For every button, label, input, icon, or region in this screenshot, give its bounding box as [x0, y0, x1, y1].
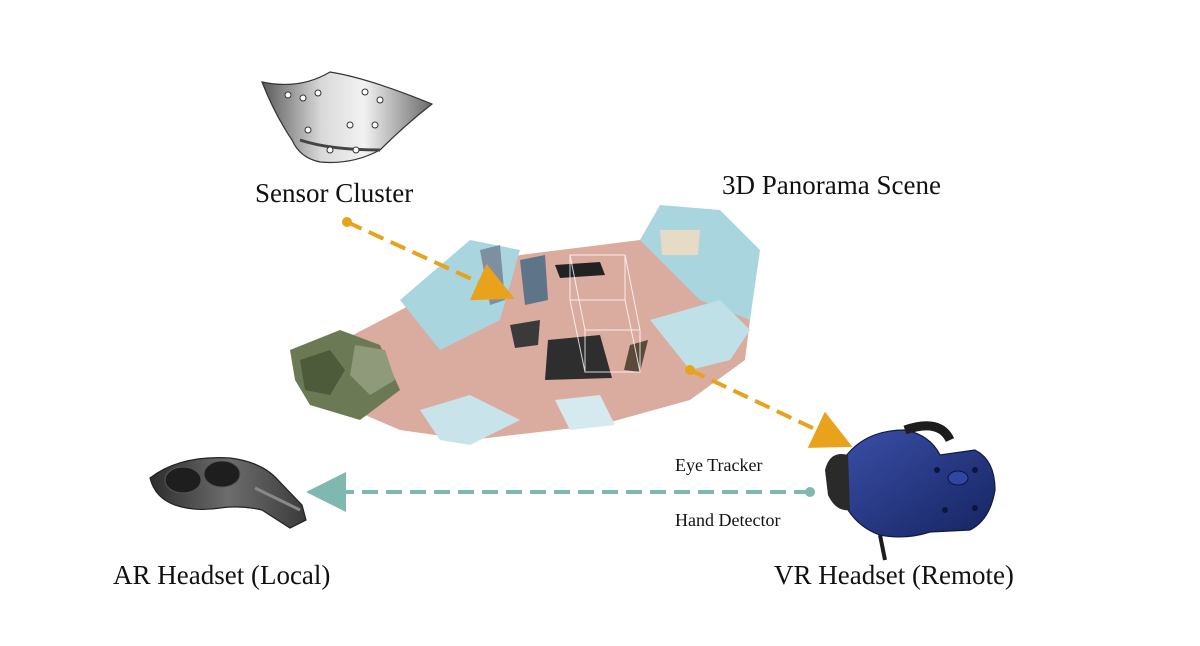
sensor-to-scene-arrow: [342, 217, 515, 301]
vr-headset-icon: [825, 421, 996, 561]
panorama-scene-label: 3D Panorama Scene: [722, 170, 941, 200]
hand-detector-label: Hand Detector: [675, 510, 781, 530]
ar-headset-label: AR Headset (Local): [113, 560, 331, 590]
vr-to-ar-arrow: [306, 472, 815, 512]
ar-headset-icon: [149, 457, 307, 529]
sensor-cluster-label: Sensor Cluster: [255, 178, 414, 208]
sensor-cluster-icon: [261, 71, 434, 164]
vr-headset-label: VR Headset (Remote): [774, 560, 1014, 590]
panorama-scene-image: [290, 205, 760, 445]
scene-to-vr-arrow: [685, 365, 853, 448]
eye-tracker-label: Eye Tracker: [675, 455, 763, 475]
